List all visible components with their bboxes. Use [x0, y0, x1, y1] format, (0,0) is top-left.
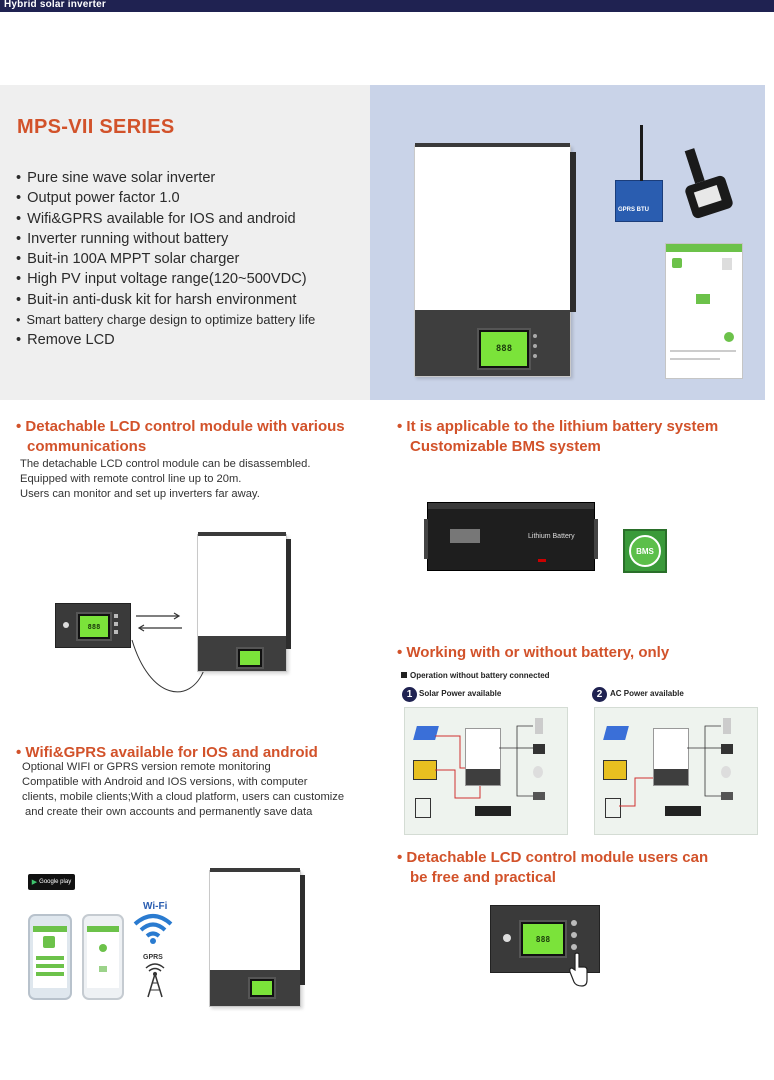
feature-item: Inverter running without battery: [16, 229, 315, 249]
battery-mode-title: • Working with or without battery, only: [397, 644, 670, 661]
lcd-module-title: • Detachable LCD control module with var…: [16, 418, 345, 455]
wifi-label: Wi-Fi: [143, 901, 168, 912]
lithium-battery-image: Lithium Battery: [424, 502, 598, 571]
gprs-label: GPRS: [143, 954, 163, 961]
option-label-ac: AC Power available: [610, 689, 684, 698]
hand-pointer-icon: [569, 952, 588, 987]
app-screenshot: [665, 243, 743, 379]
option-label-solar: Solar Power available: [419, 689, 502, 698]
page-title: Hybrid solar inverter: [4, 0, 107, 10]
phone-image-2: [82, 914, 124, 1000]
feature-item: Buit-in 100A MPPT solar charger: [16, 249, 315, 269]
lcd-module-hand-image: 888: [490, 905, 600, 973]
option-number-2: 2: [592, 687, 607, 702]
wifi-title: • Wifi&GPRS available for IOS and androi…: [16, 744, 318, 761]
option-number-1: 1: [402, 687, 417, 702]
lcd-module-desc: The detachable LCD control module can be…: [20, 458, 311, 500]
transfer-arrows: [136, 612, 182, 632]
feature-item: Pure sine wave solar inverter: [16, 168, 315, 188]
lcd-section-inverter: [197, 532, 291, 672]
ac-mode-diagram: [594, 707, 758, 835]
wifi-section-inverter: [209, 868, 305, 1007]
wifi-icon: [133, 914, 173, 944]
hero-inverter-image: 888: [414, 143, 576, 377]
title-bar: [0, 0, 774, 12]
feature-item: Buit-in anti-dusk kit for harsh environm…: [16, 290, 315, 310]
wifi-module-image: GPRS BTU: [615, 125, 663, 222]
lithium-title: • It is applicable to the lithium batter…: [397, 418, 719, 455]
feature-list: Pure sine wave solar inverter Output pow…: [16, 168, 315, 351]
battery-mode-note: Operation without battery connected: [401, 671, 550, 680]
feature-item: High PV input voltage range(120~500VDC): [16, 269, 315, 289]
solar-mode-diagram: [404, 707, 568, 835]
remote-cable: [131, 639, 205, 693]
phone-image-1: [28, 914, 72, 1000]
feature-item: Remove LCD: [16, 330, 315, 350]
detached-lcd-panel: 888: [55, 603, 131, 648]
wifi-desc: Optional WIFI or GPRS version remote mon…: [22, 761, 345, 818]
google-play-badge[interactable]: ▶ Google play: [28, 874, 75, 890]
bms-badge: BMS: [623, 529, 667, 573]
play-icon: ▶: [31, 879, 38, 886]
feature-item: Smart battery charge design to optimize …: [16, 310, 315, 330]
feature-item: Wifi&GPRS available for IOS and android: [16, 209, 315, 229]
lcd-free-title: • Detachable LCD control module users ca…: [397, 849, 709, 886]
series-title: MPS-VII SERIES: [17, 116, 175, 138]
gprs-tower-icon: [145, 963, 165, 998]
feature-item: Output power factor 1.0: [16, 188, 315, 208]
